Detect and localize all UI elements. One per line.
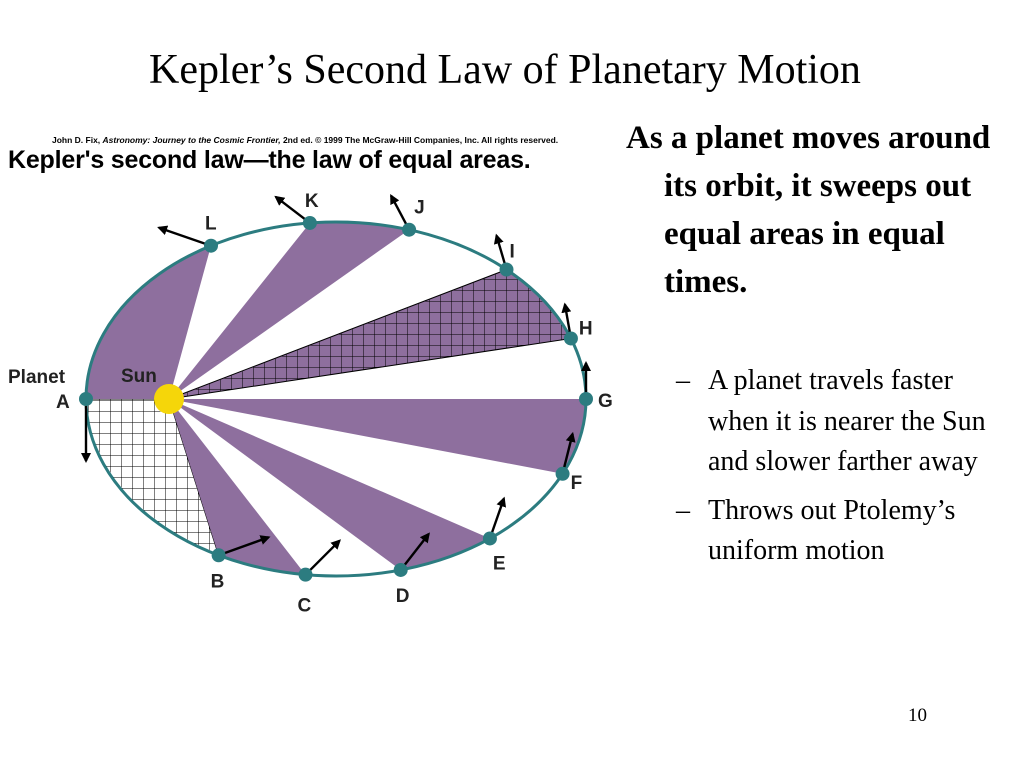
point-label-f: F: [571, 473, 583, 494]
sub-bullet-item: – A planet travels faster when it is nea…: [676, 365, 986, 477]
main-bullet: As a planet moves around its orbit, it s…: [626, 114, 996, 306]
velocity-arrow-k: [274, 195, 311, 224]
sector-j-k: [169, 222, 410, 399]
point-labels: A B C D E F G H I J K L: [56, 191, 613, 617]
orbit-point-k: [302, 215, 317, 230]
page-number: 10: [908, 705, 927, 726]
sun-label: Sun: [121, 366, 157, 387]
orbit-point-f: [555, 466, 570, 481]
point-label-b: B: [211, 571, 225, 592]
point-label-g: G: [598, 391, 613, 412]
point-label-h: H: [579, 318, 593, 339]
orbit-point-g: [579, 392, 593, 406]
figure-caption: Kepler's second law—the law of equal are…: [8, 146, 531, 174]
point-label-k: K: [305, 191, 319, 212]
point-label-d: D: [396, 586, 410, 607]
orbit-point-c: [298, 567, 313, 582]
point-label-c: C: [298, 596, 312, 617]
sun-marker: [154, 384, 184, 414]
orbit-point-b: [211, 548, 226, 563]
sub-bullet-text: Throws out Ptolemy’s uniform motion: [708, 494, 956, 567]
figure-credit: John D. Fix, Astronomy: Journey to the C…: [52, 135, 558, 145]
orbit-point-i: [499, 262, 514, 277]
sector-d-e: [169, 399, 490, 570]
slide-title: Kepler’s Second Law of Planetary Motion: [149, 47, 861, 93]
velocity-arrow-c: [304, 539, 341, 576]
orbit-point-d: [393, 562, 408, 577]
point-label-j: J: [414, 198, 425, 219]
sub-bullet-item: – Throws out Ptolemy’s uniform motion: [676, 494, 956, 567]
swept-sectors: [85, 222, 586, 575]
velocity-arrow-d: [399, 532, 430, 571]
point-label-e: E: [493, 553, 506, 574]
credit-suffix: 2nd ed. © 1999 The McGraw-Hill Companies…: [280, 135, 559, 145]
orbit-points: [79, 215, 593, 582]
orbit-point-l: [204, 238, 218, 253]
sector-f-g: [169, 399, 586, 474]
main-bullet-text: As a planet moves around its orbit, it s…: [626, 120, 991, 300]
credit-prefix: John D. Fix,: [52, 135, 103, 145]
orbit-point-j: [402, 222, 417, 237]
orbit-point-e: [482, 531, 497, 546]
velocity-arrow-e: [488, 496, 506, 539]
credit-book: Astronomy: Journey to the Cosmic Frontie…: [102, 135, 281, 145]
sector-b-c: [169, 399, 306, 575]
velocity-arrow-b: [218, 535, 271, 557]
sub-bullet-list: – A planet travels faster when it is nea…: [676, 361, 1016, 580]
equal-areas-diagram: A B C D E F G H I J K L Planet Sun: [8, 191, 613, 617]
orbit-point-h: [563, 331, 578, 346]
point-label-i: I: [509, 242, 514, 263]
point-label-a: A: [56, 392, 70, 413]
velocity-arrow-l: [157, 225, 212, 247]
point-label-l: L: [205, 214, 217, 235]
sub-bullet-text: A planet travels faster when it is neare…: [708, 365, 986, 477]
orbit-point-a: [79, 392, 93, 406]
planet-label: Planet: [8, 367, 66, 388]
sector-l-a: [86, 245, 211, 399]
